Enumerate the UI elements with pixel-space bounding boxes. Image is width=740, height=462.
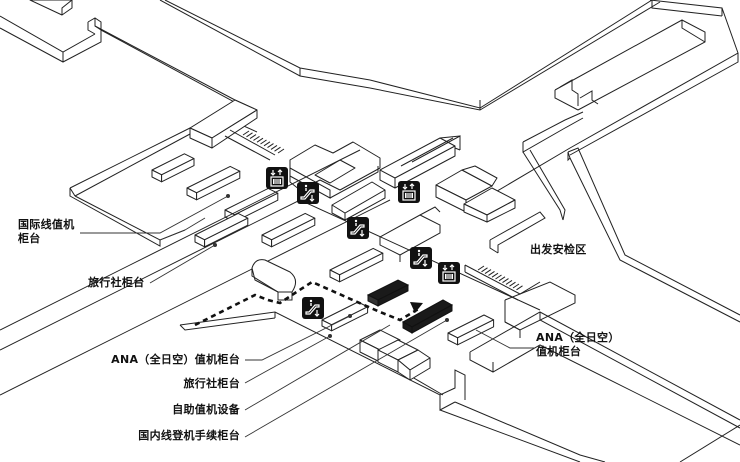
stair-step: [477, 265, 485, 271]
stair-step: [498, 276, 506, 282]
route-arrow-head: [410, 302, 423, 313]
stair-step: [246, 132, 253, 138]
counter-desk: [447, 314, 495, 346]
counters: [151, 153, 495, 346]
escalator-icon[interactable]: [347, 217, 369, 239]
wall-upper-left: [0, 15, 102, 63]
leader-lines: [80, 194, 535, 438]
stair-step: [270, 144, 278, 150]
stair-step: [488, 270, 495, 276]
walking-route: [194, 280, 421, 327]
stair-step: [256, 137, 264, 143]
stair-step: [277, 148, 285, 154]
block-security-booths: [435, 165, 516, 223]
wall-block-upper-checkin: [189, 99, 258, 149]
stair-step: [484, 269, 492, 275]
escalator-icon[interactable]: [297, 182, 319, 204]
label-ana-right-line1: ANA（全日空）: [536, 331, 620, 344]
counter-desk: [329, 247, 384, 283]
stairs-south: [464, 264, 541, 301]
counter-desk: [224, 187, 279, 223]
counter-desk: [186, 165, 241, 201]
label-ana-right-line2: 值机柜台: [536, 345, 582, 358]
label-departure-security: 出发安检区: [530, 243, 587, 256]
label-ana-checkin-bottom: ANA（全日空）值机柜台: [111, 353, 240, 366]
wall-ana-right: [469, 281, 740, 446]
stair-step: [263, 141, 271, 147]
counter-desk: [151, 153, 195, 183]
stair-step: [242, 130, 250, 136]
wall-right-security: [522, 111, 740, 323]
stair-step: [512, 283, 520, 289]
self-checkin-kiosk-1: [366, 279, 410, 307]
label-intl-checkin: 国际线值机 柜台: [18, 218, 75, 246]
wall-upper-concourse: [159, 0, 739, 211]
label-travel-agency-left: 旅行社柜台: [88, 276, 145, 289]
domestic-counter-booths: [359, 329, 431, 381]
block-security-entrance: [379, 135, 461, 189]
central-hub: [289, 141, 386, 221]
room-upper-right: [554, 19, 706, 111]
counter-desk: [261, 212, 316, 248]
elevator-icon[interactable]: [438, 262, 460, 284]
stair-step: [516, 285, 523, 291]
label-domestic-checkin: 国内线登机手续柜台: [138, 429, 240, 442]
info-kiosk-oval: [251, 259, 296, 301]
stair-step: [274, 146, 281, 152]
label-self-checkin: 自助值机设备: [172, 403, 240, 416]
escalator-icon[interactable]: [410, 247, 432, 269]
self-checkin-kiosk-2: [401, 299, 454, 334]
label-intl-checkin-line2: 柜台: [18, 232, 41, 245]
elevator-icon[interactable]: [266, 167, 288, 189]
elevator-icon[interactable]: [398, 181, 420, 203]
label-travel-agency-bottom: 旅行社柜台: [183, 377, 240, 390]
stair-step: [267, 143, 274, 149]
stair-step: [491, 272, 499, 278]
escalator-icon[interactable]: [302, 297, 324, 319]
stair-step: [253, 135, 260, 141]
stair-step: [495, 274, 502, 280]
stair-step: [260, 139, 267, 145]
label-intl-checkin-line1: 国际线值机: [18, 218, 75, 231]
stair-step: [502, 278, 509, 284]
counter-desk: [321, 301, 369, 332]
stair-step: [481, 267, 488, 273]
stair-step: [249, 134, 257, 140]
wall-block-top-left: [29, 0, 73, 16]
stair-step: [505, 279, 513, 285]
stair-step: [509, 281, 516, 287]
counter-desk: [194, 212, 249, 248]
stairs-north: [224, 129, 285, 161]
label-ana-checkin-right: ANA（全日空） 值机柜台: [536, 331, 620, 359]
wall-mid-right: [379, 206, 546, 262]
